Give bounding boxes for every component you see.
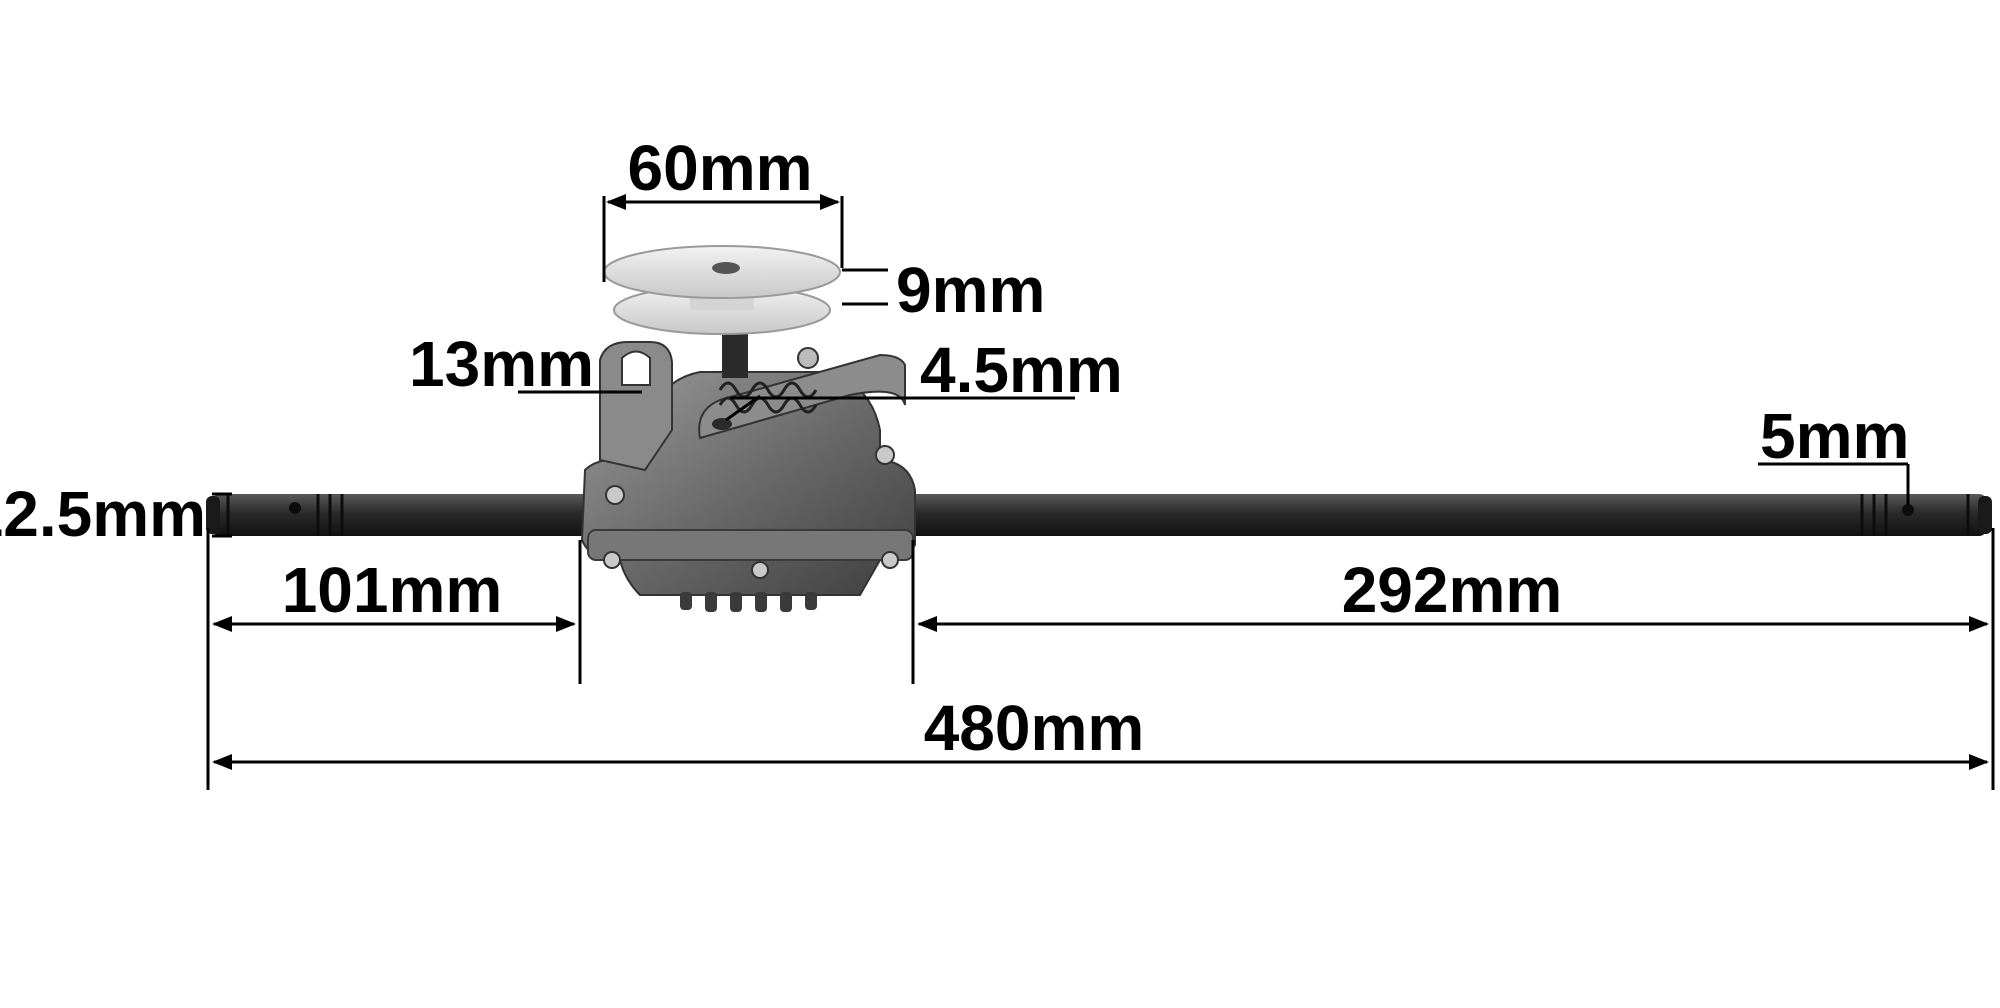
gearbox-assembly <box>206 245 1992 612</box>
pulley-center-bore <box>712 262 740 274</box>
label-right-axle-length: 292mm <box>1342 554 1563 626</box>
label-pulley-thickness: 9mm <box>896 254 1045 326</box>
axle-grooves <box>226 494 1970 536</box>
label-left-axle-length: 101mm <box>282 554 503 626</box>
label-total-length: 480mm <box>924 692 1145 764</box>
lever-hole <box>712 418 732 430</box>
gearbox-flange <box>587 529 914 561</box>
spring-icon <box>718 381 818 414</box>
axle-shaft <box>212 494 1987 536</box>
label-axle-end-hole: 5mm <box>1760 400 1909 472</box>
dimension-lines <box>206 194 1995 790</box>
axle-right-hole <box>1902 504 1914 516</box>
label-bracket-slot: 13mm <box>409 328 594 400</box>
label-lever-hole: 4.5mm <box>920 334 1123 406</box>
bracket-slot <box>621 350 651 386</box>
label-pulley-diameter: 60mm <box>628 132 813 204</box>
axle-right-end <box>1978 496 1992 534</box>
gearbox-bottom-fins <box>680 592 817 612</box>
label-axle-diameter: 12.5mm <box>0 478 206 550</box>
axle-left-hole <box>289 502 301 514</box>
gearbox-bolts <box>603 445 899 579</box>
lever-screw <box>797 347 819 369</box>
bracket-slot-arm <box>599 341 673 472</box>
axle-left-end <box>206 496 220 534</box>
